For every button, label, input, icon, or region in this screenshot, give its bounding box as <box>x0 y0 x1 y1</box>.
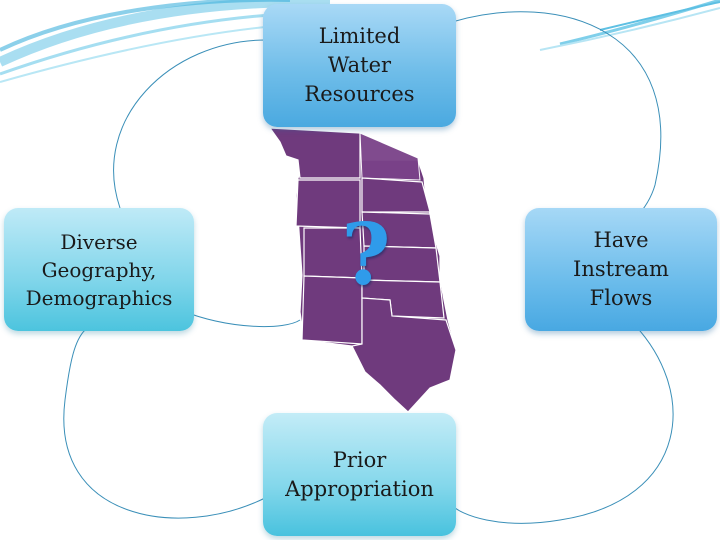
state-montana <box>268 127 361 179</box>
connector-left-inner <box>179 309 301 328</box>
node-left-line-3: Demographics <box>25 285 173 310</box>
node-left-line-2: Geography, <box>41 257 157 282</box>
connector-left-top <box>113 39 267 209</box>
connector-bottom-left <box>63 329 266 519</box>
node-diverse-geography: Diverse Geography, Demographics <box>4 208 194 331</box>
node-bottom-line-2: Appropriation <box>285 476 434 501</box>
node-right-line-2: Instream <box>573 257 669 281</box>
decorative-swoosh-top-right <box>539 0 720 51</box>
node-right-line-1: Have <box>593 228 649 252</box>
node-prior-appropriation: Prior Appropriation <box>263 413 456 536</box>
node-top-line-1: Limited <box>318 24 401 48</box>
node-instream-flows: Have Instream Flows <box>525 208 717 331</box>
node-right-line-3: Flows <box>589 286 653 310</box>
question-mark-symbol: ? <box>341 205 391 304</box>
state-texas <box>351 297 457 413</box>
node-bottom-line-1: Prior <box>332 447 387 472</box>
node-top-line-3: Resources <box>304 82 415 106</box>
connector-right-bottom <box>451 319 674 524</box>
plains-states-map <box>268 127 457 413</box>
node-left-line-1: Diverse <box>60 229 138 254</box>
node-limited-water-resources: Limited Water Resources <box>263 4 456 127</box>
node-top-line-2: Water <box>327 53 392 77</box>
